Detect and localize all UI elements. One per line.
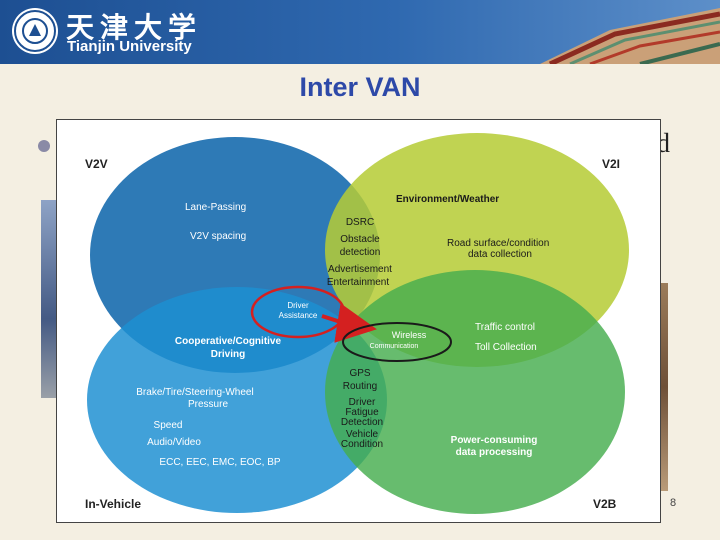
v2i-item: data collection xyxy=(468,249,532,260)
in-vehicle-item: Brake/Tire/Steering-Wheel xyxy=(136,387,253,398)
center-bottom-item: GPS xyxy=(349,368,370,379)
center-bottom-item: Vehicle xyxy=(346,429,379,440)
center-top-item: Obstacle xyxy=(340,234,380,245)
wireless-label: Communication xyxy=(370,343,419,350)
bullet-dot xyxy=(38,140,50,152)
center-top-item: Entertainment xyxy=(327,277,389,288)
center-bottom-item: Detection xyxy=(341,417,383,428)
background-photo-left xyxy=(41,200,59,398)
circle-in-vehicle xyxy=(87,287,387,513)
v2i-item: Road surface/condition xyxy=(447,238,549,249)
corner-label-v2v: V2V xyxy=(85,157,108,171)
slide-title: Inter VAN xyxy=(299,72,421,102)
power-label: data processing xyxy=(456,447,533,458)
driver-assistance-label: Driver xyxy=(287,301,309,310)
university-name-english: Tianjin University xyxy=(67,38,192,55)
venn-circles xyxy=(87,133,629,514)
corner-label-in-vehicle: In-Vehicle xyxy=(85,497,141,511)
venn-svg: V2V V2I In-Vehicle V2B Lane-Passing V2V … xyxy=(85,133,629,514)
university-header: 天津大学 Tianjin University xyxy=(0,0,720,64)
center-top-item: detection xyxy=(340,247,381,258)
university-name-chinese: 天津大学 xyxy=(66,11,203,44)
power-label: Power-consuming xyxy=(451,435,538,446)
v2i-item: Toll Collection xyxy=(475,342,537,353)
pavilion-roof-decoration xyxy=(540,8,720,64)
driver-assistance-label: Assistance xyxy=(279,311,318,320)
corner-label-v2i: V2I xyxy=(602,157,620,171)
in-vehicle-item: ECC, EEC, EMC, EOC, BP xyxy=(159,457,280,468)
in-vehicle-item: Audio/Video xyxy=(147,437,201,448)
corner-label-v2b: V2B xyxy=(593,497,617,511)
v2i-header: Environment/Weather xyxy=(396,194,499,205)
center-bottom-item: Routing xyxy=(343,381,377,392)
wireless-highlight xyxy=(342,322,452,362)
center-bottom-item: Driver xyxy=(349,397,376,408)
center-top-item: Advertisement xyxy=(328,264,392,275)
cooperative-label: Driving xyxy=(211,349,245,360)
cooperative-label: Cooperative/Cognitive xyxy=(175,336,282,347)
background-photo-right xyxy=(660,283,668,491)
center-bottom-item: Condition xyxy=(341,439,383,450)
vanet-venn-diagram: V2V V2I In-Vehicle V2B Lane-Passing V2V … xyxy=(56,119,661,523)
in-vehicle-item: Speed xyxy=(154,420,183,431)
center-bottom-item: Fatigue xyxy=(345,407,379,418)
v2i-item: Traffic control xyxy=(475,322,535,333)
v2v-item: V2V spacing xyxy=(190,231,246,242)
wireless-label: Wireless xyxy=(392,330,427,340)
in-vehicle-item: Pressure xyxy=(188,399,228,410)
center-top-item: DSRC xyxy=(346,217,374,228)
v2v-item: Lane-Passing xyxy=(185,202,246,213)
circle-v2b xyxy=(325,270,625,514)
page-number: 8 xyxy=(670,497,677,509)
university-logo xyxy=(12,8,58,54)
